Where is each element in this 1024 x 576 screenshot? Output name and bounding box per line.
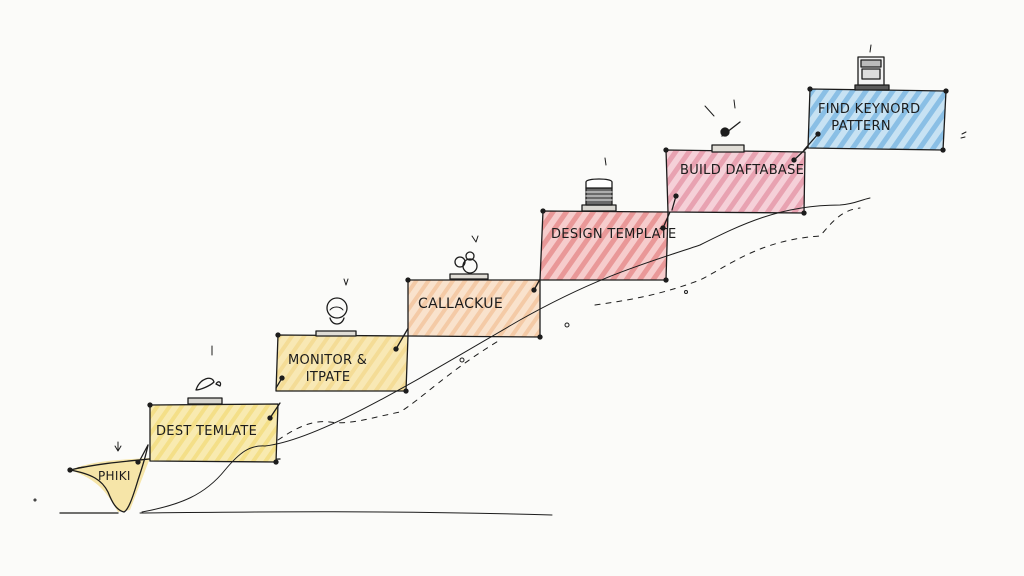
dashed-curve bbox=[277, 339, 501, 441]
step-label-find-keyword-pattern: FIND KEYNORD PATTERN bbox=[818, 102, 921, 134]
step-find-keyword-pattern bbox=[803, 44, 967, 153]
step-label-dest-template: DEST TEMLATE bbox=[156, 424, 258, 439]
step-callackue bbox=[405, 235, 545, 340]
step-label-design-template: DESIGN TEMPLATE bbox=[551, 227, 677, 242]
step-label-phiki: PHIKI bbox=[98, 469, 131, 483]
step-label-callackue: CALLACKUE bbox=[418, 296, 503, 312]
step-label-build-database: BUILD DAFTABASE bbox=[680, 163, 805, 178]
step-dest-template bbox=[147, 345, 281, 465]
dashed-curve bbox=[594, 207, 861, 306]
step-design-template bbox=[539, 157, 671, 283]
step-build-database bbox=[663, 99, 811, 216]
step-label-monitor-iterate: MONITOR & ITPATE bbox=[288, 353, 368, 385]
step-monitor-iterate bbox=[275, 278, 411, 394]
progress-curve bbox=[141, 197, 871, 513]
ground-line bbox=[139, 511, 553, 516]
